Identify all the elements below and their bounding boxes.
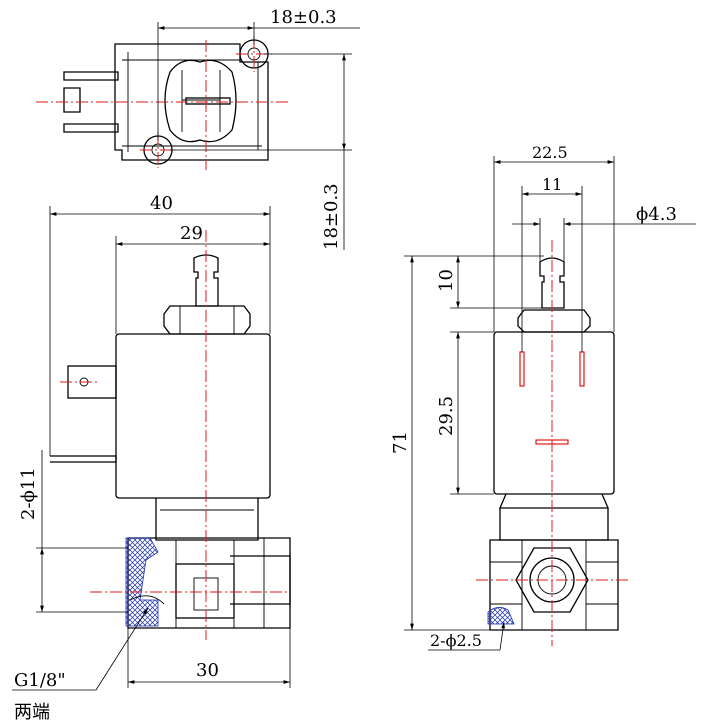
front-view [12, 206, 291, 691]
side-nozzle-height-dim: 10 [436, 269, 457, 292]
thread-note: 两端 [14, 702, 50, 723]
thread-callout: G1/8" [14, 670, 66, 691]
side-view [404, 156, 696, 651]
side-coil-height-dim: 29.5 [436, 396, 457, 436]
top-width-dim: 18±0.3 [270, 7, 337, 28]
front-coil-width-dim: 29 [180, 223, 203, 244]
side-nozzle-dia-dim: ϕ4.3 [636, 204, 677, 225]
side-overall-height-dim: 71 [390, 431, 411, 454]
side-terminal-spacing-dim: 11 [542, 175, 562, 194]
front-port-hole-dim: 2-ϕ11 [18, 467, 39, 520]
side-coil-width-dim: 22.5 [532, 143, 568, 162]
front-overall-width-dim: 40 [150, 193, 173, 214]
top-height-dim: 18±0.3 [321, 183, 342, 250]
top-view [36, 22, 360, 250]
side-port-hole-dim: 2-ϕ2.5 [430, 631, 482, 650]
front-base-width-dim: 30 [196, 660, 219, 681]
